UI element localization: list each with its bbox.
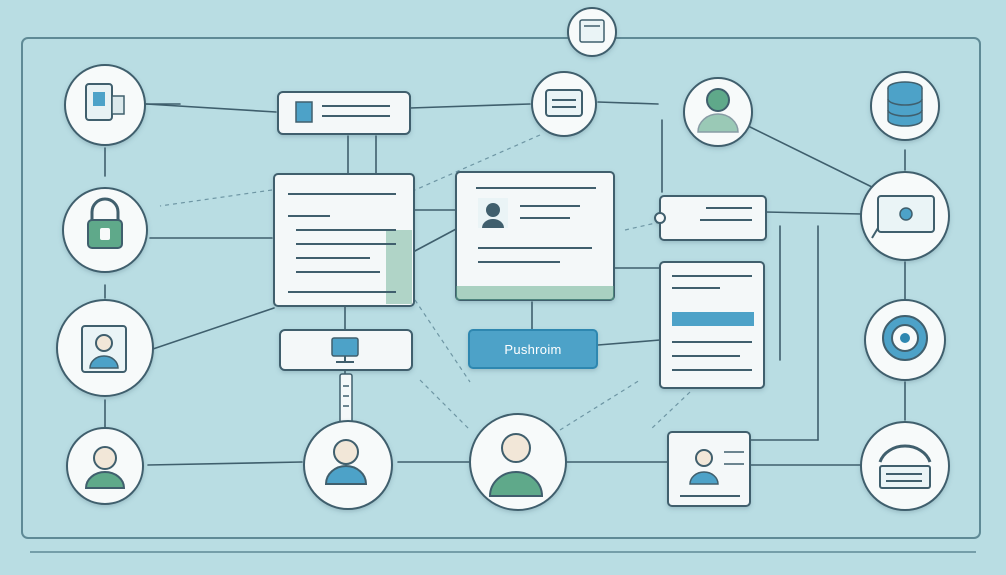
tablet-node[interactable] bbox=[64, 64, 146, 146]
user-profile-icon bbox=[81, 325, 127, 373]
person-bottom-left-node[interactable] bbox=[66, 427, 144, 505]
monitor-top-node[interactable] bbox=[531, 71, 597, 137]
window-icon bbox=[579, 19, 605, 43]
person-icon bbox=[84, 446, 126, 489]
small-monitor-card[interactable] bbox=[279, 329, 413, 371]
person-middle-node[interactable] bbox=[303, 420, 393, 510]
form-icon bbox=[672, 275, 754, 371]
document-icon bbox=[295, 101, 313, 123]
user-monitor-icon bbox=[680, 449, 744, 497]
tag-icon bbox=[654, 212, 666, 224]
router-node[interactable] bbox=[860, 421, 950, 511]
database-icon bbox=[887, 81, 923, 127]
user-icon bbox=[697, 88, 739, 133]
person-icon bbox=[488, 433, 544, 497]
tag-card[interactable] bbox=[654, 195, 767, 241]
padlock-icon bbox=[87, 197, 123, 249]
monitor-icon bbox=[331, 337, 359, 363]
padlock-node[interactable] bbox=[62, 187, 148, 273]
top-document-card[interactable] bbox=[277, 91, 411, 135]
tablet-icon bbox=[85, 83, 125, 121]
profile-window-icon bbox=[478, 198, 508, 228]
center-button-label[interactable]: Pushroim bbox=[504, 341, 562, 357]
user-top-node[interactable] bbox=[683, 77, 753, 147]
form-card[interactable] bbox=[659, 261, 765, 389]
large-document-card[interactable] bbox=[273, 173, 415, 307]
dashed-connectors bbox=[159, 134, 691, 431]
router-icon bbox=[878, 444, 932, 489]
target-node[interactable] bbox=[864, 299, 946, 381]
connectors bbox=[104, 101, 906, 466]
screen-icon bbox=[871, 195, 935, 239]
battery-gauge bbox=[339, 373, 353, 425]
center-button[interactable] bbox=[468, 329, 598, 369]
profile-window-card[interactable] bbox=[455, 171, 615, 301]
person-large-node[interactable] bbox=[469, 413, 567, 511]
screen-node[interactable] bbox=[860, 171, 950, 261]
monitor-icon bbox=[545, 89, 583, 117]
document-lines-icon bbox=[288, 193, 396, 293]
profile-node[interactable] bbox=[56, 299, 154, 397]
outer-frame bbox=[21, 37, 981, 539]
user-monitor-card[interactable] bbox=[667, 431, 751, 507]
database-node[interactable] bbox=[870, 71, 940, 141]
person-icon bbox=[324, 439, 368, 485]
top-window-node[interactable] bbox=[567, 7, 617, 57]
target-icon bbox=[882, 315, 928, 361]
